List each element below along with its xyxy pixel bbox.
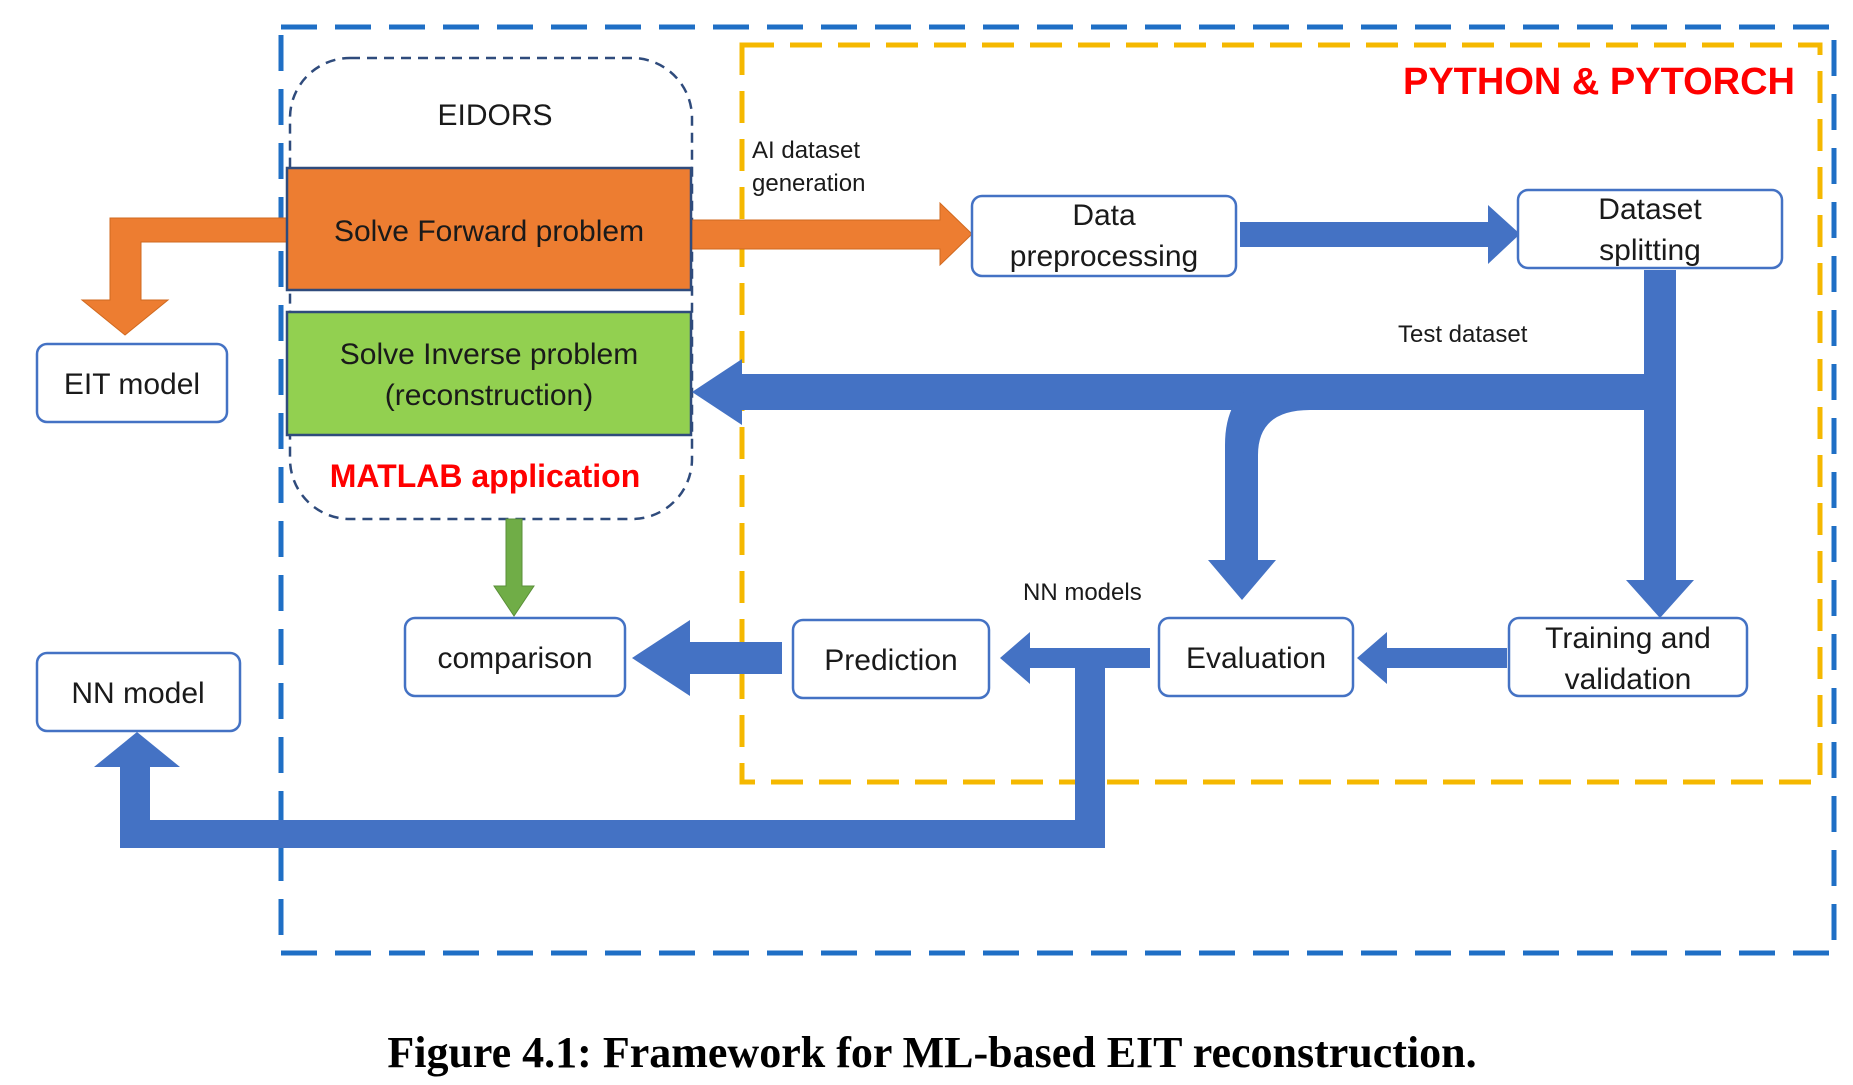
- splitting-to-training-arrow: [1626, 270, 1694, 618]
- ai-dataset-label-line2: generation: [752, 170, 865, 197]
- dataset-splitting-label-line1: Dataset: [1598, 193, 1702, 226]
- eit-model-label: EIT model: [64, 368, 200, 401]
- training-validation-label-line2: validation: [1565, 663, 1692, 696]
- evaluation-node: Evaluation: [1157, 616, 1355, 698]
- test-dataset-to-inverse-arrow: [692, 359, 1660, 425]
- inverse-problem-label-line2: (reconstruction): [385, 379, 593, 412]
- nn-model-node: NN model: [35, 651, 242, 733]
- forward-to-eit-arrow: [80, 217, 290, 336]
- evaluation-label: Evaluation: [1186, 642, 1326, 675]
- inverse-problem-label-line1: Solve Inverse problem: [340, 338, 638, 371]
- eit-model-node: EIT model: [35, 342, 229, 424]
- data-preprocessing-label-line1: Data: [1072, 199, 1136, 232]
- data-preprocessing-label-line2: preprocessing: [1010, 240, 1198, 273]
- prediction-node: Prediction: [791, 618, 991, 700]
- comparison-node: comparison: [403, 616, 627, 698]
- forward-problem-label: Solve Forward problem: [334, 215, 644, 248]
- evaluation-to-prediction-arrow: [1000, 632, 1150, 684]
- test-dataset-to-evaluation-arrow: [1208, 374, 1310, 600]
- dataset-splitting-label-line2: splitting: [1599, 234, 1701, 267]
- nn-model-label: NN model: [71, 677, 204, 710]
- figure-caption: Figure 4.1: Framework for ML-based EIT r…: [387, 1028, 1476, 1077]
- preprocessing-to-splitting-arrow: [1240, 205, 1520, 264]
- training-validation-node: Training and validation: [1507, 616, 1749, 698]
- prediction-label: Prediction: [824, 644, 957, 677]
- ai-dataset-label-line1: AI dataset: [752, 137, 860, 164]
- training-to-evaluation-arrow: [1357, 632, 1507, 684]
- outer-region-border: [278, 24, 1837, 956]
- matlab-to-comparison-arrow: [493, 518, 535, 617]
- forward-problem-box: Solve Forward problem: [285, 166, 693, 292]
- training-validation-label-line1: Training and: [1545, 622, 1711, 655]
- nn-models-label: NN models: [1023, 579, 1142, 606]
- matlab-application-label: MATLAB application: [330, 458, 641, 494]
- inverse-problem-box: Solve Inverse problem (reconstruction): [285, 310, 693, 437]
- eidors-label: EIDORS: [437, 99, 552, 132]
- nn-models-to-nn-model-arrow: [94, 668, 1105, 848]
- dataset-splitting-node: Dataset splitting: [1516, 188, 1784, 270]
- python-region-border: [739, 42, 1823, 785]
- test-dataset-label: Test dataset: [1398, 321, 1528, 348]
- comparison-label: comparison: [437, 642, 592, 675]
- data-preprocessing-node: Data preprocessing: [970, 194, 1238, 278]
- python-pytorch-title: PYTHON & PYTORCH: [1403, 61, 1795, 103]
- prediction-to-comparison-arrow: [632, 620, 782, 696]
- forward-to-preprocessing-arrow: [691, 201, 973, 267]
